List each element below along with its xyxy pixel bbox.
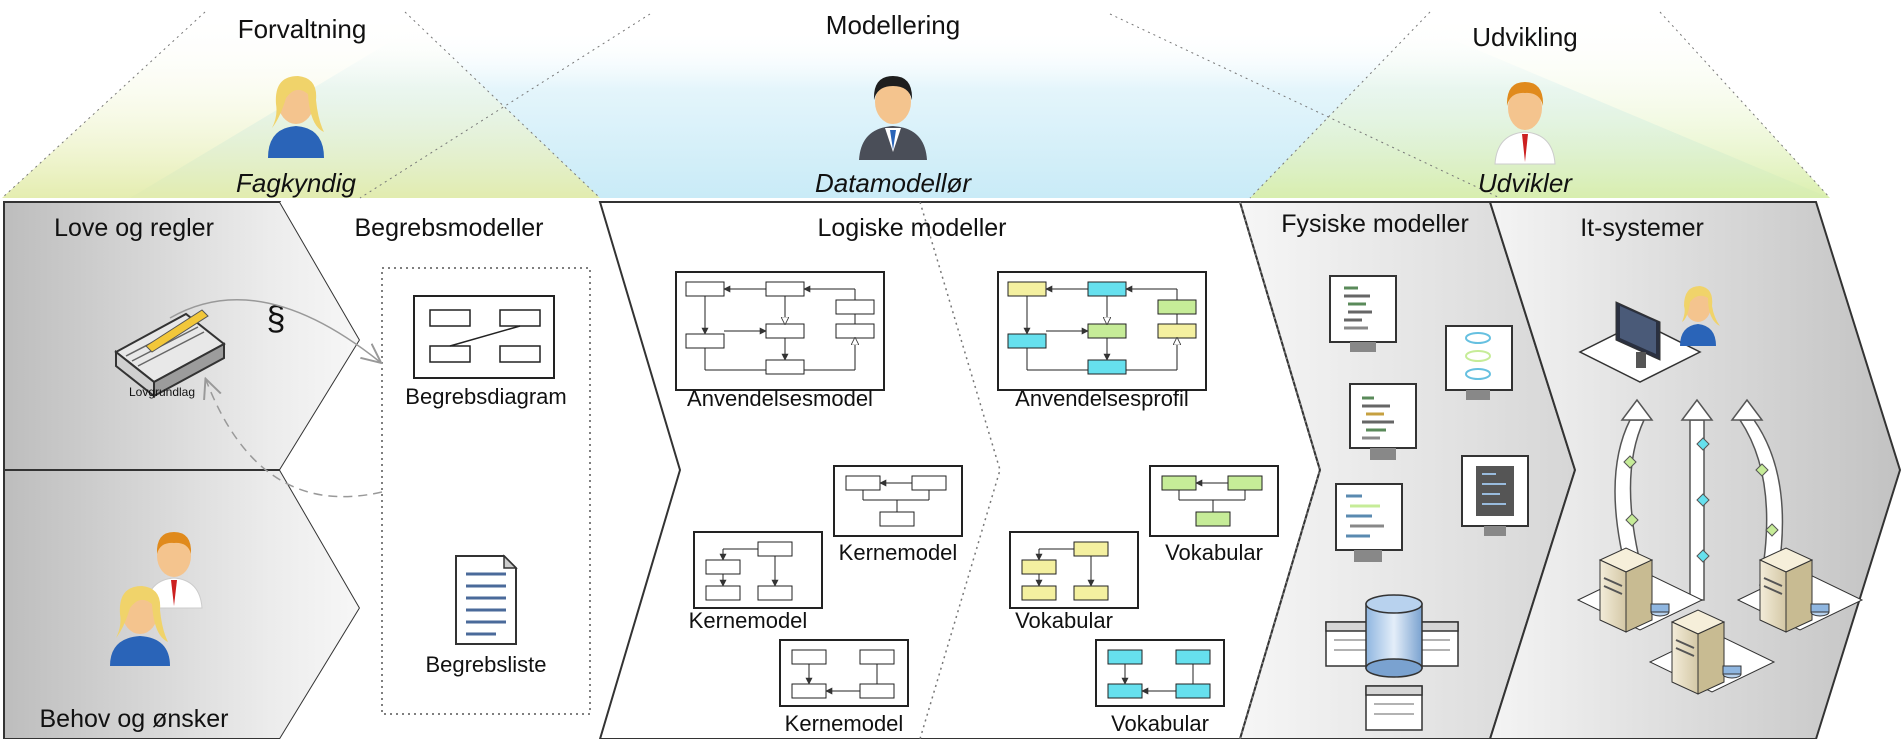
vokabular-label-2: Vokabular [1015, 608, 1113, 633]
kernemodel-label-3: Kernemodel [785, 711, 904, 736]
vokabular-thumbnail [1009, 531, 1139, 609]
kernemodel-thumbnail [693, 531, 823, 609]
begrebsliste-label: Begrebsliste [425, 652, 546, 677]
code-screen-icon [1461, 455, 1529, 536]
server-icon [1648, 609, 1776, 695]
section-love-og-regler: Love og regler [54, 214, 214, 242]
role-title-modellering: Modellering [826, 10, 960, 40]
code-screen-icon [1445, 325, 1513, 400]
paragraph-symbol: § [267, 300, 286, 338]
section-logiske-modeller: Logiske modeller [818, 214, 1007, 242]
server-icon [1736, 547, 1864, 633]
concept-to-law-dashed-arrow [206, 380, 383, 498]
person-female-icon [110, 586, 170, 666]
person-female-icon [268, 76, 324, 158]
section-it-systemer: It-systemer [1580, 214, 1704, 242]
lovgrundlag-label: Lovgrundlag [129, 385, 195, 399]
anvendelsesmodel-label: Anvendelsesmodel [687, 386, 873, 411]
section-begrebsmodeller: Begrebsmodeller [355, 214, 544, 242]
vokabular-label-1: Vokabular [1165, 540, 1263, 565]
begrebsdiagram-label: Begrebsdiagram [405, 384, 566, 409]
monitor-user-icon [1578, 286, 1720, 383]
vokabular-thumbnail [1095, 639, 1225, 707]
kernemodel-thumbnail [779, 639, 909, 707]
role-subtitle-datamodellor: Datamodellør [815, 168, 972, 198]
anvendelsesprofil-label: Anvendelsesprofil [1015, 386, 1189, 411]
section-fysiske-modeller: Fysiske modeller [1281, 210, 1469, 238]
kernemodel-label-1: Kernemodel [839, 540, 958, 565]
kernemodel-label-2: Kernemodel [689, 608, 808, 633]
law-to-concept-arrow [169, 299, 380, 362]
begrebsdiagram-thumbnail [413, 295, 555, 379]
database-icon [1325, 594, 1459, 731]
vokabular-label-3: Vokabular [1111, 711, 1209, 736]
role-title-forvaltning: Forvaltning [238, 14, 367, 44]
server-icon [1576, 547, 1704, 633]
book-icon [114, 309, 226, 399]
section-behov-og-onsker: Behov og ønsker [40, 705, 229, 733]
vokabular-thumbnail [1149, 465, 1279, 537]
document-list-icon [455, 554, 518, 645]
role-title-udvikling: Udvikling [1472, 22, 1578, 52]
person-male-suit-icon [859, 76, 927, 160]
role-subtitle-fagkyndig: Fagkyndig [236, 168, 356, 198]
code-screen-icon [1329, 275, 1397, 352]
code-screen-icon [1349, 383, 1417, 460]
anvendelsesprofil-thumbnail [997, 271, 1207, 391]
person-male-tie-icon [145, 532, 203, 609]
person-male-tie-icon [1494, 82, 1556, 165]
anvendelsesmodel-thumbnail [675, 271, 885, 391]
data-flow-arrows [1614, 398, 1784, 601]
code-screen-icon [1335, 483, 1403, 562]
role-subtitle-udvikler: Udvikler [1478, 168, 1573, 198]
kernemodel-thumbnail [833, 465, 963, 537]
